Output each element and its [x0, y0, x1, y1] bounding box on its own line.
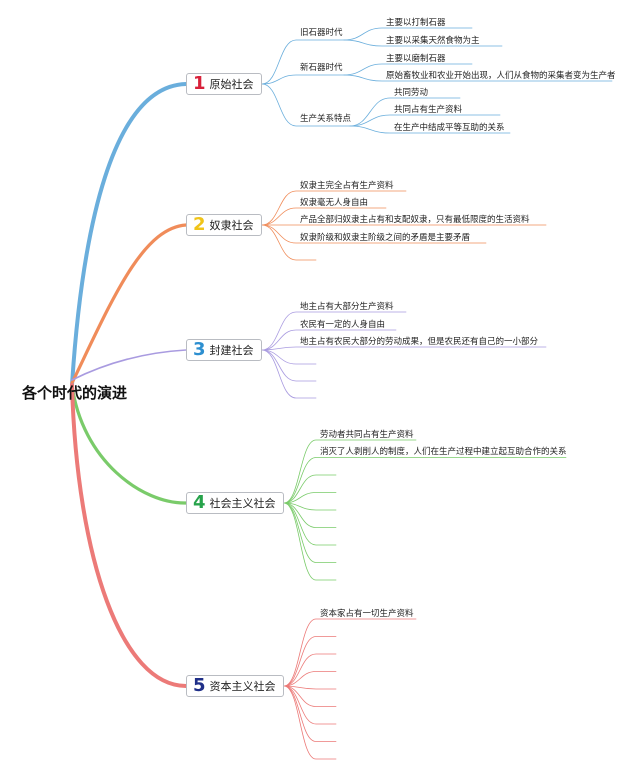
leaf-topic[interactable]: 地主占有农民大部分的劳动成果，但是农民还有自己的一小部分: [300, 337, 539, 347]
leaf-topic[interactable]: 主要以采集天然食物为主: [386, 36, 480, 46]
leaf-topic[interactable]: 奴隶毫无人身自由: [300, 198, 369, 208]
sub-branch-line: [261, 74, 345, 85]
main-branch-line: [70, 383, 188, 505]
leaf-line: [283, 492, 337, 504]
branch-label: 社会主义社会: [209, 497, 276, 510]
leaf-line: [261, 349, 317, 382]
leaf-line: [261, 349, 317, 399]
leaf-line: [283, 653, 337, 687]
leaf-line: [261, 346, 547, 351]
leaf-line: [283, 502, 337, 563]
main-branch-line: [70, 383, 188, 688]
leaf-topic[interactable]: 主要以磨制石器: [386, 54, 446, 64]
leaf-line: [283, 671, 337, 687]
leaf-line: [261, 207, 387, 226]
branch-capitalist-society[interactable]: 5 资本主义社会: [186, 675, 284, 697]
leaf-line: [283, 439, 417, 504]
leaf-line: [283, 502, 337, 546]
leaf-line: [283, 685, 337, 690]
branch-label: 原始社会: [209, 78, 254, 91]
leaf-topic[interactable]: 共同劳动: [394, 88, 429, 98]
leaf-topic[interactable]: 劳动者共同占有生产资料: [320, 430, 414, 440]
leaf-line: [343, 39, 503, 47]
leaf-topic[interactable]: 农民有一定的人身自由: [300, 320, 386, 330]
branch-number: 4: [193, 492, 206, 513]
main-branch-line: [71, 349, 187, 381]
leaf-line: [343, 27, 473, 41]
leaf-line: [283, 457, 567, 504]
leaf-line: [283, 636, 337, 687]
sub-topic-relations[interactable]: 生产关系特点: [300, 114, 352, 124]
leaf-topic[interactable]: 主要以打制石器: [386, 18, 446, 28]
root-topic[interactable]: 各个时代的演进: [22, 384, 128, 402]
main-branch-line: [70, 82, 188, 387]
leaf-line: [283, 474, 337, 504]
leaf-line: [283, 685, 337, 742]
leaf-topic[interactable]: 资本家占有一切生产资料: [320, 609, 414, 619]
branch-primitive-society[interactable]: 1 原始社会: [186, 73, 262, 95]
branch-label: 奴隶社会: [209, 219, 254, 232]
leaf-line: [349, 114, 501, 127]
leaf-line: [349, 125, 511, 134]
leaf-line: [261, 349, 317, 365]
leaf-topic[interactable]: 奴隶阶级和奴隶主阶级之间的矛盾是主要矛盾: [300, 233, 471, 243]
branch-slave-society[interactable]: 2 奴隶社会: [186, 214, 262, 236]
leaf-topic[interactable]: 消灭了人剥削人的制度，人们在生产过程中建立起互助合作的关系: [320, 447, 567, 457]
leaf-topic[interactable]: 在生产中结成平等互助的关系: [394, 123, 505, 133]
branch-number: 3: [193, 339, 206, 360]
sub-branch-line: [261, 83, 351, 127]
sub-branch-line: [261, 39, 345, 85]
branch-number: 5: [193, 675, 206, 696]
leaf-topic[interactable]: 奴隶主完全占有生产资料: [300, 181, 394, 191]
leaf-line: [283, 502, 337, 511]
branch-label: 封建社会: [209, 344, 254, 357]
leaf-line: [283, 618, 417, 687]
leaf-line: [261, 190, 407, 226]
leaf-line: [261, 224, 317, 261]
leaf-topic[interactable]: 原始畜牧业和农业开始出现，人们从食物的采集者变为生产者: [386, 71, 616, 81]
branch-label: 资本主义社会: [209, 680, 276, 693]
branch-socialist-society[interactable]: 4 社会主义社会: [186, 492, 284, 514]
leaf-line: [283, 502, 337, 581]
leaf-line: [283, 685, 337, 760]
main-branch-line: [70, 223, 188, 385]
leaf-line: [343, 63, 473, 76]
branch-number: 2: [193, 214, 206, 235]
leaf-topic[interactable]: 共同占有生产资料: [394, 105, 463, 115]
sub-topic-neolithic[interactable]: 新石器时代: [300, 63, 343, 73]
leaf-line: [283, 685, 337, 725]
leaf-topic[interactable]: 产品全部归奴隶主占有和支配奴隶，只有最低限度的生活资料: [300, 215, 530, 225]
sub-topic-paleolithic[interactable]: 旧石器时代: [300, 28, 343, 38]
leaf-topic[interactable]: 地主占有大部分生产资料: [300, 302, 394, 312]
leaf-line: [349, 97, 461, 127]
leaf-line: [261, 329, 397, 351]
leaf-line: [261, 311, 407, 351]
branch-number: 1: [193, 73, 206, 94]
branch-feudal-society[interactable]: 3 封建社会: [186, 339, 262, 361]
leaf-line: [343, 74, 613, 82]
